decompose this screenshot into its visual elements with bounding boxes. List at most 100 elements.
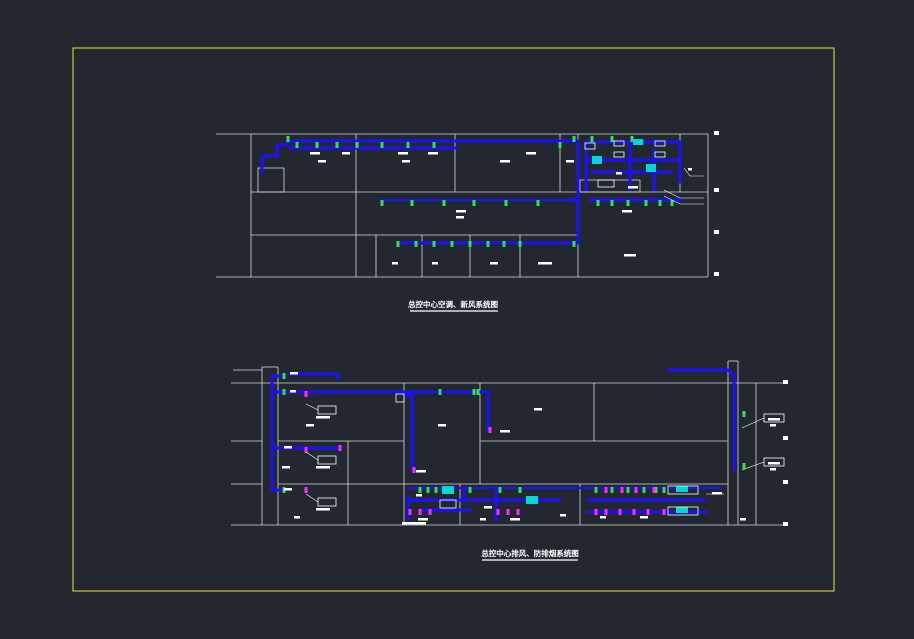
room-tag xyxy=(616,172,622,175)
room-tag xyxy=(770,424,776,427)
room-tag xyxy=(768,418,780,421)
diffuser-icon xyxy=(468,487,472,493)
diffuser-icon xyxy=(662,487,666,493)
diffuser-icon xyxy=(432,241,436,247)
lower-room-tags xyxy=(282,372,780,525)
room-tag xyxy=(392,262,398,265)
diffuser-icon xyxy=(418,509,422,515)
room-tag xyxy=(416,494,422,497)
room-tag xyxy=(456,216,464,219)
diffuser-icon xyxy=(486,241,490,247)
upper-room-tags xyxy=(310,152,692,265)
room-tag xyxy=(318,160,326,163)
diffuser-icon xyxy=(646,509,650,515)
room-tag xyxy=(712,492,722,495)
room-tag xyxy=(290,372,298,375)
diffuser-icon xyxy=(662,509,666,515)
diffuser-icon xyxy=(742,463,746,469)
diffuser-icon xyxy=(396,241,400,247)
diffuser-icon xyxy=(536,200,540,206)
diffuser-icon xyxy=(426,487,430,493)
diffuser-icon xyxy=(558,142,562,148)
diffuser-icon xyxy=(450,241,454,247)
room-tag xyxy=(526,152,536,155)
diffuser-icon xyxy=(596,200,600,206)
upper-white-boxes xyxy=(584,140,666,188)
room-tag xyxy=(310,152,320,155)
upper-axis-ticks xyxy=(714,131,719,276)
room-tag xyxy=(560,514,566,517)
drawing-frame xyxy=(72,47,835,592)
room-tag xyxy=(306,424,314,427)
diffuser-icon xyxy=(412,467,416,473)
diffuser-icon xyxy=(286,136,290,142)
room-tag xyxy=(416,470,426,473)
diffuser-icon xyxy=(506,509,510,515)
diffuser-icon xyxy=(626,200,630,206)
diffuser-icon xyxy=(304,447,308,453)
diffuser-icon xyxy=(295,142,299,148)
diffuser-icon xyxy=(442,200,446,206)
upper-floor-plan xyxy=(216,131,719,278)
diffuser-icon xyxy=(516,509,520,515)
diffuser-icon xyxy=(634,487,638,493)
diffuser-icon xyxy=(642,487,646,493)
diffuser-icon xyxy=(610,487,614,493)
diffuser-icon xyxy=(476,389,480,395)
room-tag xyxy=(418,518,428,521)
room-tag xyxy=(456,210,466,213)
diffuser-icon xyxy=(594,487,598,493)
room-tag xyxy=(484,506,492,509)
room-tag xyxy=(284,488,292,491)
diffuser-icon xyxy=(282,389,286,395)
room-tag xyxy=(628,186,638,189)
diffuser-icon xyxy=(304,487,308,493)
lower-axis-ticks xyxy=(783,380,788,526)
diffuser-icon xyxy=(518,241,522,247)
room-tag xyxy=(480,518,486,521)
diffuser-icon xyxy=(355,142,359,148)
diffuser-icon xyxy=(626,487,630,493)
diffuser-icon xyxy=(502,241,506,247)
room-tag xyxy=(600,516,606,519)
diffuser-icon xyxy=(670,200,674,206)
room-tag xyxy=(316,466,330,469)
diffuser-icon xyxy=(652,487,656,493)
diffuser-icon xyxy=(604,509,608,515)
room-tag xyxy=(398,152,408,155)
diffuser-icon xyxy=(406,142,410,148)
diffuser-icon xyxy=(504,200,508,206)
room-tag xyxy=(500,160,510,163)
diffuser-icon xyxy=(604,487,608,493)
room-tag xyxy=(432,262,438,265)
room-tag xyxy=(500,430,510,433)
diffuser-icon xyxy=(468,241,472,247)
diffuser-icon xyxy=(335,142,339,148)
lower-walls xyxy=(231,360,784,526)
diffuser-icon xyxy=(428,509,432,515)
room-tag xyxy=(538,262,552,265)
room-tag xyxy=(402,522,426,525)
room-tag xyxy=(740,518,746,521)
room-tag xyxy=(402,160,410,163)
diffuser-icon xyxy=(418,487,422,493)
diffuser-icon xyxy=(488,427,492,433)
upper-equipment xyxy=(592,139,656,172)
room-tag xyxy=(624,254,636,257)
lower-floor-plan xyxy=(231,360,788,526)
room-tag xyxy=(622,210,632,213)
diffuser-icon xyxy=(408,509,412,515)
room-tag xyxy=(566,160,574,163)
diffuser-icon xyxy=(518,487,522,493)
lower-drawing-title: 总控中心排风、防排烟系统图 xyxy=(481,548,579,558)
diffuser-icon xyxy=(434,487,438,493)
diffuser-icon xyxy=(380,142,384,148)
upper-leaders xyxy=(663,167,704,205)
room-tag xyxy=(640,516,648,519)
upper-drawing-title: 总控中心空调、新风系统图 xyxy=(408,299,498,309)
diffuser-icon xyxy=(572,136,576,142)
room-tag xyxy=(294,516,300,519)
room-tag xyxy=(534,408,542,411)
